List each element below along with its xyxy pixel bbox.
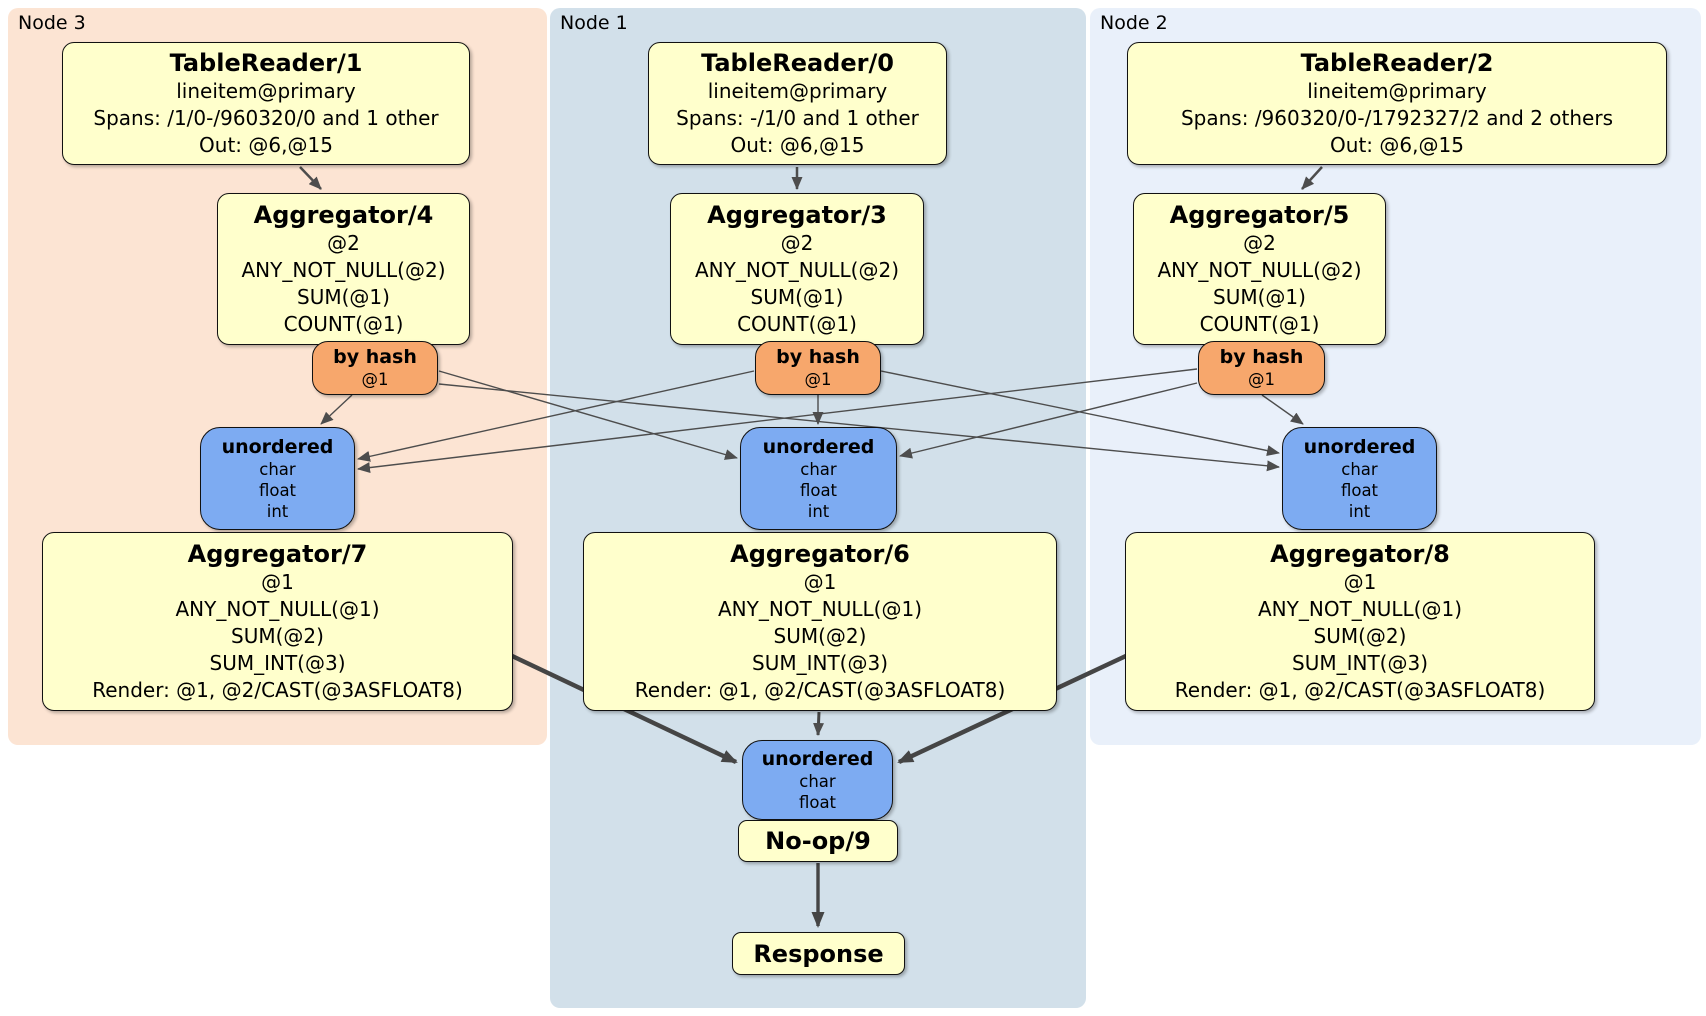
final-unordered-sync-line: char [799, 771, 836, 791]
node3-aggregator-bottom-line: SUM(@2) [231, 624, 324, 648]
node3-aggregator-top-line: ANY_NOT_NULL(@2) [241, 258, 446, 282]
node2-aggregator-bottom-box: Aggregator/8 @1 ANY_NOT_NULL(@1) SUM(@2)… [1125, 532, 1595, 711]
node2-aggregator-top-line: @2 [1243, 231, 1276, 255]
node2-tablereader-title: TableReader/2 [1300, 49, 1494, 77]
edge-aggregator6-final-sync [813, 711, 825, 736]
node2-hash-router-line: @1 [1248, 370, 1275, 389]
node3-hash-router-box: by hash @1 [312, 341, 438, 395]
node1-unordered-sync-line: char [800, 459, 837, 479]
node1-aggregator-bottom-line: ANY_NOT_NULL(@1) [718, 597, 922, 621]
final-unordered-sync-title: unordered [761, 747, 874, 770]
node1-aggregator-top-line: SUM(@1) [750, 285, 844, 309]
node2-tablereader-line: Spans: /960320/0-/1792327/2 and 2 others [1180, 106, 1613, 130]
node3-hash-router-line: @1 [361, 370, 389, 389]
edge-router5-sync-node3 [357, 368, 1198, 474]
node2-aggregator-top-line: ANY_NOT_NULL(@2) [1157, 258, 1362, 282]
node2-tablereader-box: TableReader/2 lineitem@primary Spans: /9… [1127, 42, 1667, 165]
node2-aggregator-bottom-line: SUM(@2) [1313, 624, 1407, 648]
node1-aggregator-bottom-title: Aggregator/6 [730, 540, 910, 568]
node2-unordered-sync-box: unordered char float int [1282, 427, 1437, 530]
node2-tablereader-line: Out: @6,@15 [1330, 133, 1464, 157]
node2-unordered-sync-line: int [1348, 501, 1371, 521]
node1-unordered-sync-title: unordered [762, 435, 875, 458]
edge-router5-sync-node1 [899, 382, 1198, 459]
node1-tablereader-box: TableReader/0 lineitem@primary Spans: -/… [648, 42, 947, 165]
node1-aggregator-bottom-line: Render: @1, @2/CAST(@3ASFLOAT8) [634, 678, 1006, 702]
edge-router4-sync-node2 [438, 383, 1280, 472]
node3-aggregator-bottom-box: Aggregator/7 @1 ANY_NOT_NULL(@1) SUM(@2)… [42, 532, 513, 711]
edge-router4-sync-node1 [438, 370, 738, 460]
node3-unordered-sync-box: unordered char float int [200, 427, 355, 530]
node2-unordered-sync-title: unordered [1303, 435, 1416, 458]
node3-aggregator-top-title: Aggregator/4 [253, 201, 434, 229]
node2-hash-router-box: by hash @1 [1198, 341, 1325, 395]
node2-aggregator-bottom-line: Render: @1, @2/CAST(@3ASFLOAT8) [1174, 678, 1546, 702]
node3-tablereader-title: TableReader/1 [169, 49, 363, 77]
final-unordered-sync-box: unordered char float [742, 740, 893, 820]
node1-tablereader-line: Spans: -/1/0 and 1 other [676, 106, 919, 130]
node3-aggregator-bottom-line: SUM_INT(@3) [209, 651, 346, 675]
node3-aggregator-top-line: @2 [327, 231, 360, 255]
node3-aggregator-bottom-line: Render: @1, @2/CAST(@3ASFLOAT8) [92, 678, 463, 702]
edge-tablereader2-aggregator5 [1301, 166, 1323, 190]
node3-label: Node 3 [18, 12, 86, 34]
node3-tablereader-line: Spans: /1/0-/960320/0 and 1 other [93, 106, 439, 130]
node3-aggregator-bottom-title: Aggregator/7 [187, 540, 368, 568]
node3-unordered-sync-line: float [258, 480, 297, 500]
response-title: Response [753, 939, 884, 968]
node2-aggregator-top-line: SUM(@1) [1213, 285, 1306, 309]
node1-hash-router-line: @1 [804, 370, 832, 389]
node3-aggregator-bottom-line: @1 [261, 570, 294, 594]
node1-aggregator-top-title: Aggregator/3 [707, 201, 887, 229]
edge-tablereader1-aggregator4 [299, 166, 322, 190]
node2-aggregator-top-line: COUNT(@1) [1199, 312, 1320, 336]
node3-unordered-sync-title: unordered [221, 435, 334, 458]
node1-aggregator-bottom-box: Aggregator/6 @1 ANY_NOT_NULL(@1) SUM(@2)… [583, 532, 1057, 711]
node2-aggregator-top-title: Aggregator/5 [1169, 201, 1350, 229]
node2-label: Node 2 [1100, 12, 1168, 34]
node1-unordered-sync-line: int [807, 501, 830, 521]
node3-aggregator-top-box: Aggregator/4 @2 ANY_NOT_NULL(@2) SUM(@1)… [217, 193, 470, 345]
node1-aggregator-top-box: Aggregator/3 @2 ANY_NOT_NULL(@2) SUM(@1)… [670, 193, 924, 345]
node1-aggregator-bottom-line: SUM(@2) [773, 624, 867, 648]
node1-unordered-sync-box: unordered char float int [740, 427, 897, 530]
node1-aggregator-bottom-line: SUM_INT(@3) [752, 651, 888, 675]
node3-unordered-sync-line: int [266, 501, 289, 521]
node2-hash-router-title: by hash [1219, 346, 1304, 368]
noop-title: No-op/9 [765, 827, 871, 855]
node1-tablereader-title: TableReader/0 [701, 49, 894, 77]
response-box: Response [732, 932, 905, 975]
node3-tablereader-line: lineitem@primary [176, 79, 356, 103]
node1-label: Node 1 [560, 12, 628, 34]
node1-unordered-sync-line: float [799, 480, 838, 500]
node1-hash-router-box: by hash @1 [755, 341, 881, 395]
node3-aggregator-top-line: SUM(@1) [297, 285, 390, 309]
node1-tablereader-line: Out: @6,@15 [730, 133, 865, 157]
node3-tablereader-box: TableReader/1 lineitem@primary Spans: /1… [62, 42, 470, 165]
node3-unordered-sync-line: char [259, 459, 296, 479]
node2-unordered-sync-line: float [1340, 480, 1379, 500]
node1-aggregator-bottom-line: @1 [803, 570, 837, 594]
node2-aggregator-bottom-line: ANY_NOT_NULL(@1) [1258, 597, 1462, 621]
node2-aggregator-bottom-title: Aggregator/8 [1270, 540, 1450, 568]
node1-aggregator-top-line: COUNT(@1) [737, 312, 857, 336]
node2-aggregator-top-box: Aggregator/5 @2 ANY_NOT_NULL(@2) SUM(@1)… [1133, 193, 1386, 345]
node1-aggregator-top-line: ANY_NOT_NULL(@2) [695, 258, 899, 282]
node2-aggregator-bottom-line: @1 [1343, 570, 1377, 594]
node1-tablereader-line: lineitem@primary [707, 79, 888, 103]
node3-aggregator-bottom-line: ANY_NOT_NULL(@1) [175, 597, 380, 621]
final-unordered-sync-line: float [798, 792, 837, 812]
noop-box: No-op/9 [738, 820, 898, 862]
edge-router5-sync-node2 [1261, 394, 1304, 425]
node3-hash-router-title: by hash [333, 346, 417, 368]
edge-router3-sync-node3 [357, 370, 755, 462]
node1-aggregator-top-line: @2 [780, 231, 814, 255]
node2-tablereader-line: lineitem@primary [1307, 79, 1487, 103]
node3-aggregator-top-line: COUNT(@1) [283, 312, 404, 336]
edge-router4-sync-node3 [320, 394, 353, 425]
node1-hash-router-title: by hash [776, 346, 860, 368]
node2-aggregator-bottom-line: SUM_INT(@3) [1292, 651, 1428, 675]
node3-tablereader-line: Out: @6,@15 [199, 133, 333, 157]
node2-unordered-sync-line: char [1341, 459, 1378, 479]
